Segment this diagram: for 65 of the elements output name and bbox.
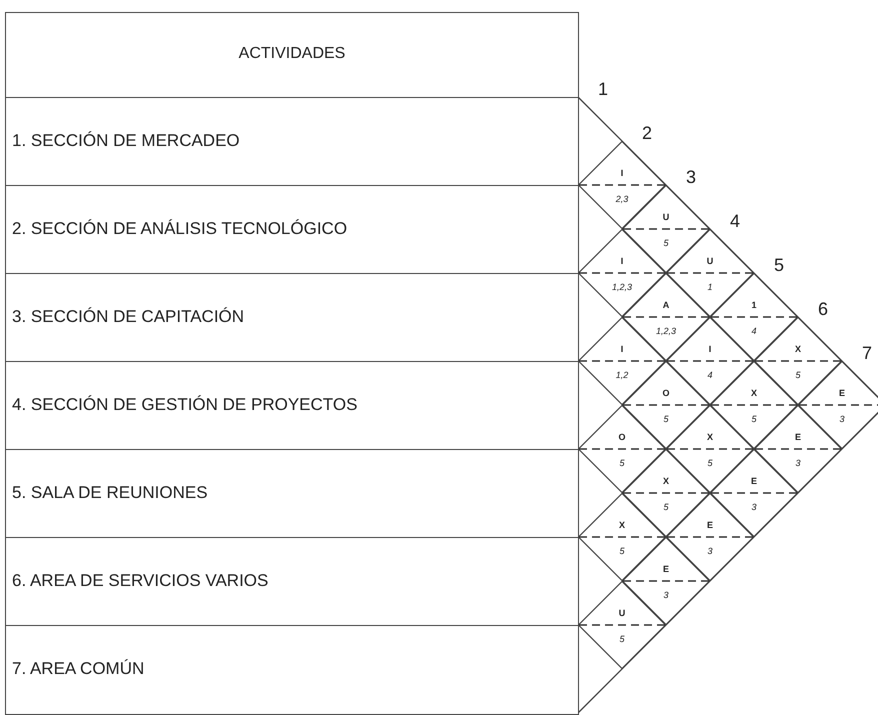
reason-code: 1,2 [614, 370, 630, 380]
table-row [5, 625, 579, 714]
reason-code: 1,2,3 [610, 282, 634, 292]
table-row [5, 97, 579, 186]
closeness-code: I [620, 256, 624, 266]
closeness-code: I [620, 344, 624, 354]
reason-code: 4 [750, 326, 758, 336]
column-number: 7 [862, 343, 872, 363]
closeness-code: X [618, 520, 626, 530]
closeness-code: E [750, 476, 758, 486]
closeness-code: X [706, 432, 714, 442]
table-row [5, 185, 579, 274]
reason-code: 3 [794, 458, 802, 468]
closeness-code: O [661, 388, 670, 398]
reason-code: 2,3 [614, 194, 630, 204]
reason-code: 5 [662, 502, 670, 512]
reason-code: 5 [618, 546, 626, 556]
closeness-code: U [618, 608, 626, 618]
header-row [5, 12, 579, 98]
closeness-code: I [708, 344, 712, 354]
reason-code: 5 [706, 458, 714, 468]
closeness-code: E [662, 564, 670, 574]
reason-code: 4 [706, 370, 714, 380]
reason-code: 1,2,3 [654, 326, 678, 336]
column-number: 1 [598, 79, 608, 99]
activity-label: 6. AREA DE SERVICIOS VARIOS [12, 571, 268, 591]
closeness-code: I [620, 168, 624, 178]
closeness-code: X [794, 344, 802, 354]
closeness-code: U [662, 212, 670, 222]
closeness-code: 1 [750, 300, 758, 310]
closeness-code: X [750, 388, 758, 398]
column-number: 6 [818, 299, 828, 319]
reason-code: 5 [750, 414, 758, 424]
table-row [5, 537, 579, 626]
activity-label: 7. AREA COMÚN [12, 659, 144, 679]
reason-code: 3 [750, 502, 758, 512]
activity-label: 2. SECCIÓN DE ANÁLISIS TECNOLÓGICO [12, 219, 348, 239]
reason-code: 1 [706, 282, 714, 292]
reason-code: 3 [838, 414, 846, 424]
closeness-code: U [706, 256, 714, 266]
closeness-code: A [662, 300, 670, 310]
closeness-code: O [617, 432, 626, 442]
closeness-code: E [706, 520, 714, 530]
closeness-code: E [794, 432, 802, 442]
reason-code: 5 [618, 634, 626, 644]
closeness-code: E [838, 388, 846, 398]
reason-code: 5 [662, 238, 670, 248]
reason-code: 5 [662, 414, 670, 424]
activity-label: 5. SALA DE REUNIONES [12, 483, 208, 503]
column-heading: ACTIVIDADES [238, 44, 346, 62]
activity-label: 1. SECCIÓN DE MERCADEO [12, 131, 240, 151]
activity-label: 3. SECCIÓN DE CAPITACIÓN [12, 307, 244, 327]
column-number: 4 [730, 211, 740, 231]
column-number: 2 [642, 123, 652, 143]
reason-code: 5 [794, 370, 802, 380]
column-number: 5 [774, 255, 784, 275]
table-row [5, 273, 579, 362]
activity-label: 4. SECCIÓN DE GESTIÓN DE PROYECTOS [12, 395, 358, 415]
table-row [5, 449, 579, 538]
reason-code: 5 [618, 458, 626, 468]
reason-code: 3 [662, 590, 670, 600]
closeness-code: X [662, 476, 670, 486]
column-number: 3 [686, 167, 696, 187]
table-row [5, 361, 579, 450]
reason-code: 3 [706, 546, 714, 556]
